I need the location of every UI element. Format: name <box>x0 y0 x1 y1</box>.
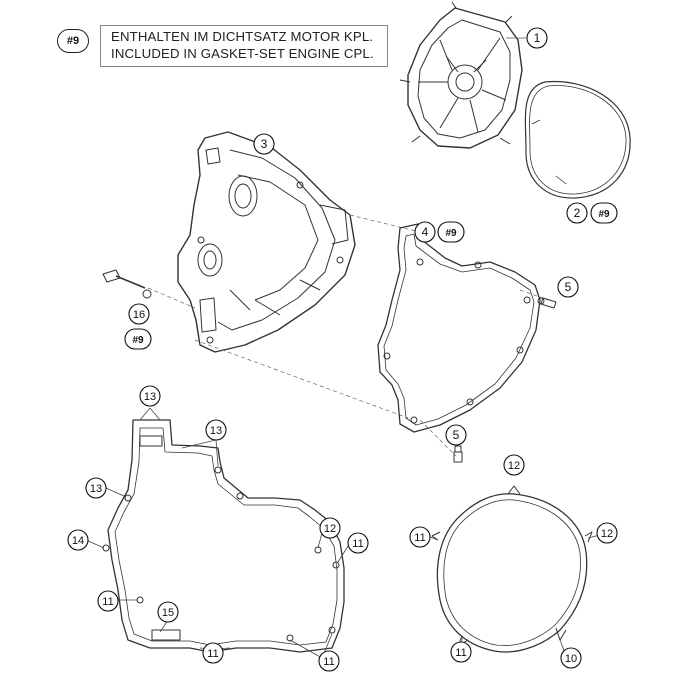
part-3-inner-cover <box>177 131 356 353</box>
callout-label: 12 <box>324 523 336 535</box>
callout-label: 11 <box>455 647 466 659</box>
callout-label: 11 <box>102 596 113 608</box>
callout-circles <box>67 27 618 672</box>
callout-label: 10 <box>565 653 577 665</box>
part-2-cover-gasket <box>524 80 631 199</box>
part-5-screw-bottom <box>453 445 463 463</box>
reference-ovals <box>124 202 618 350</box>
callout-label: 11 <box>352 538 363 550</box>
callout-label: 11 <box>207 648 218 660</box>
callout-label: 1 <box>534 31 541 45</box>
callout-label: 16 <box>133 309 145 321</box>
callout-label: 2 <box>574 206 581 220</box>
callout-label: 4 <box>422 225 429 239</box>
callout-label: 15 <box>162 607 174 619</box>
note-line-english: INCLUDED IN GASKET-SET ENGINE CPL. <box>111 46 374 61</box>
part-16-screw <box>102 269 152 299</box>
callout-label: 12 <box>508 460 520 472</box>
part-1-clutch-cover <box>399 1 523 149</box>
callout-label: 13 <box>144 391 156 403</box>
lower-right-gasket <box>431 485 593 653</box>
callout-labels: 1 2 #9 3 4 #9 5 5 16 #9 13 13 13 14 11 1… <box>72 31 613 668</box>
callout-label: 12 <box>601 528 613 540</box>
callout-ref-label: #9 <box>132 335 144 346</box>
note-reference-badge: #9 <box>57 29 89 53</box>
callout-label: 3 <box>261 137 268 151</box>
callout-ref-label: #9 <box>598 209 610 220</box>
callout-label: 5 <box>453 428 460 442</box>
part-4-gasket <box>377 223 541 433</box>
callout-label: 5 <box>565 280 572 294</box>
gasket-set-note: ENTHALTEN IM DICHTSATZ MOTOR KPL. INCLUD… <box>100 25 388 67</box>
lower-left-gasket <box>102 419 345 653</box>
callout-ref-label: #9 <box>445 228 457 239</box>
callout-label: 14 <box>72 535 84 547</box>
part-5-screw-top <box>537 297 557 309</box>
callout-label: 13 <box>90 483 102 495</box>
callout-label: 11 <box>414 532 425 544</box>
callout-label: 13 <box>210 425 222 437</box>
callout-label: 11 <box>323 656 334 668</box>
note-line-german: ENTHALTEN IM DICHTSATZ MOTOR KPL. <box>111 29 374 44</box>
